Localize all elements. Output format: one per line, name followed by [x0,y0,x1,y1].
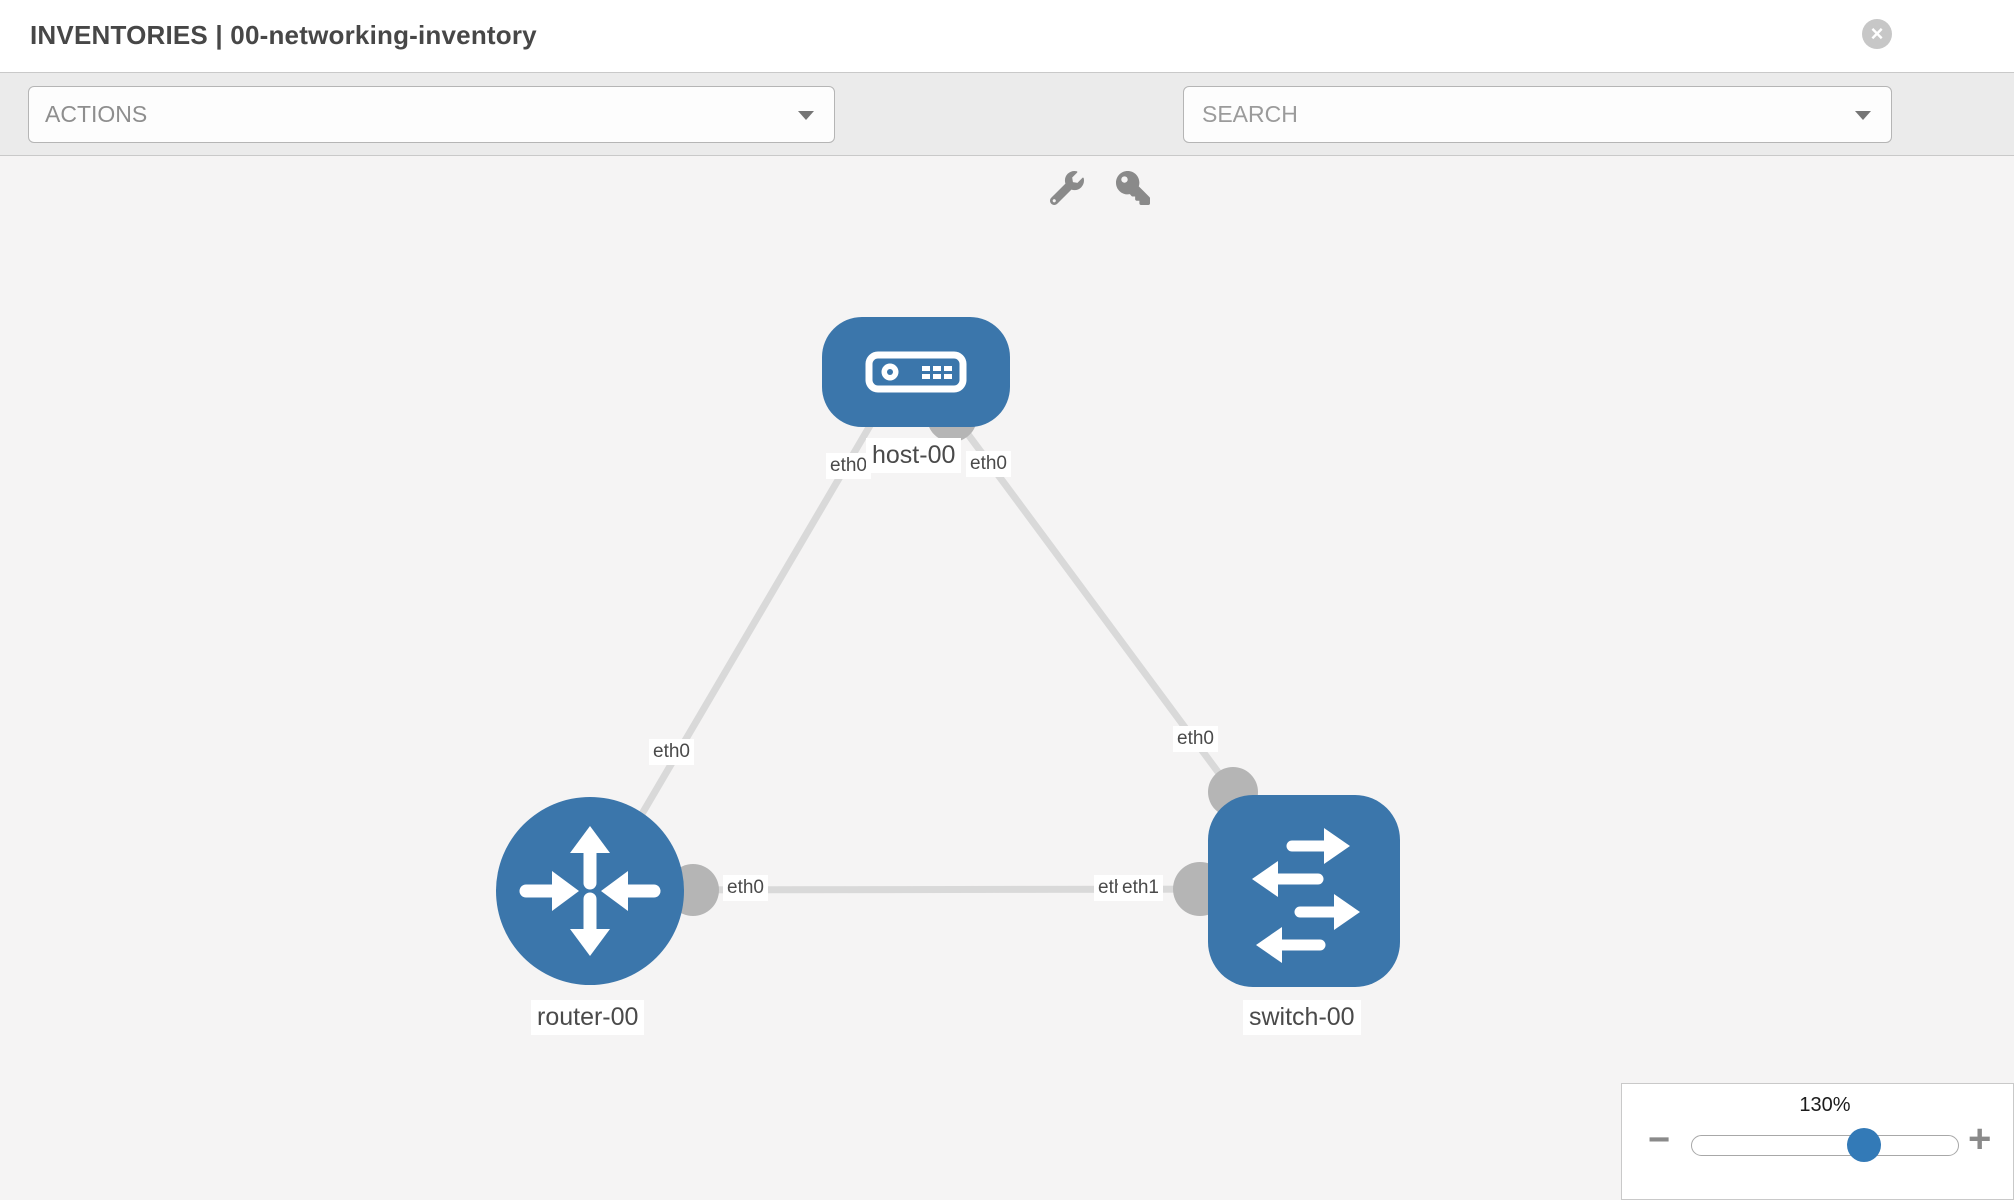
node-label-host[interactable]: host-00 [866,438,962,473]
chevron-down-icon [1855,111,1871,120]
switch-icon [1252,828,1360,963]
chevron-down-icon [798,111,814,120]
zoom-slider-track[interactable] [1691,1135,1959,1156]
node-switch[interactable] [1208,795,1400,987]
host-icon [865,351,967,393]
router-icon [519,826,661,956]
zoom-out-button[interactable]: − [1648,1121,1670,1159]
close-button[interactable]: × [1862,19,1892,49]
ports [667,378,1258,916]
interface-label: eth1 [1118,875,1163,901]
close-icon: × [1870,21,1884,46]
interface-label: eth0 [723,875,768,901]
interface-label: eth0 [826,453,871,479]
actions-dropdown[interactable]: ACTIONS [28,86,835,143]
minus-icon: − [1648,1119,1671,1161]
key-icon[interactable] [1116,171,1150,205]
actions-dropdown-label: ACTIONS [45,101,148,127]
interface-label: eth0 [966,451,1011,477]
header-bar: INVENTORIES | 00-networking-inventory × [0,0,2014,72]
links [598,407,1263,894]
zoom-level: 130% [1799,1094,1851,1116]
wrench-icon[interactable] [1050,171,1084,205]
plus-icon: + [1968,1117,1992,1161]
page-title: INVENTORIES | 00-networking-inventory [30,20,537,50]
search-input[interactable] [1184,87,1891,142]
interface-label: eth0 [649,739,694,765]
node-label-router[interactable]: router-00 [531,1000,645,1035]
zoom-in-button[interactable]: + [1968,1119,1991,1159]
interface-label: eth0 [1173,726,1218,752]
link-host-router[interactable] [598,410,882,884]
zoom-panel: 130% − + [1621,1083,2014,1200]
toolbar: ACTIONS [0,72,2014,205]
search-box[interactable] [1183,86,1892,143]
node-router[interactable] [496,797,684,985]
node-label-switch[interactable]: switch-00 [1243,1000,1361,1035]
zoom-slider-thumb[interactable] [1847,1128,1881,1162]
node-host[interactable] [822,317,1010,427]
